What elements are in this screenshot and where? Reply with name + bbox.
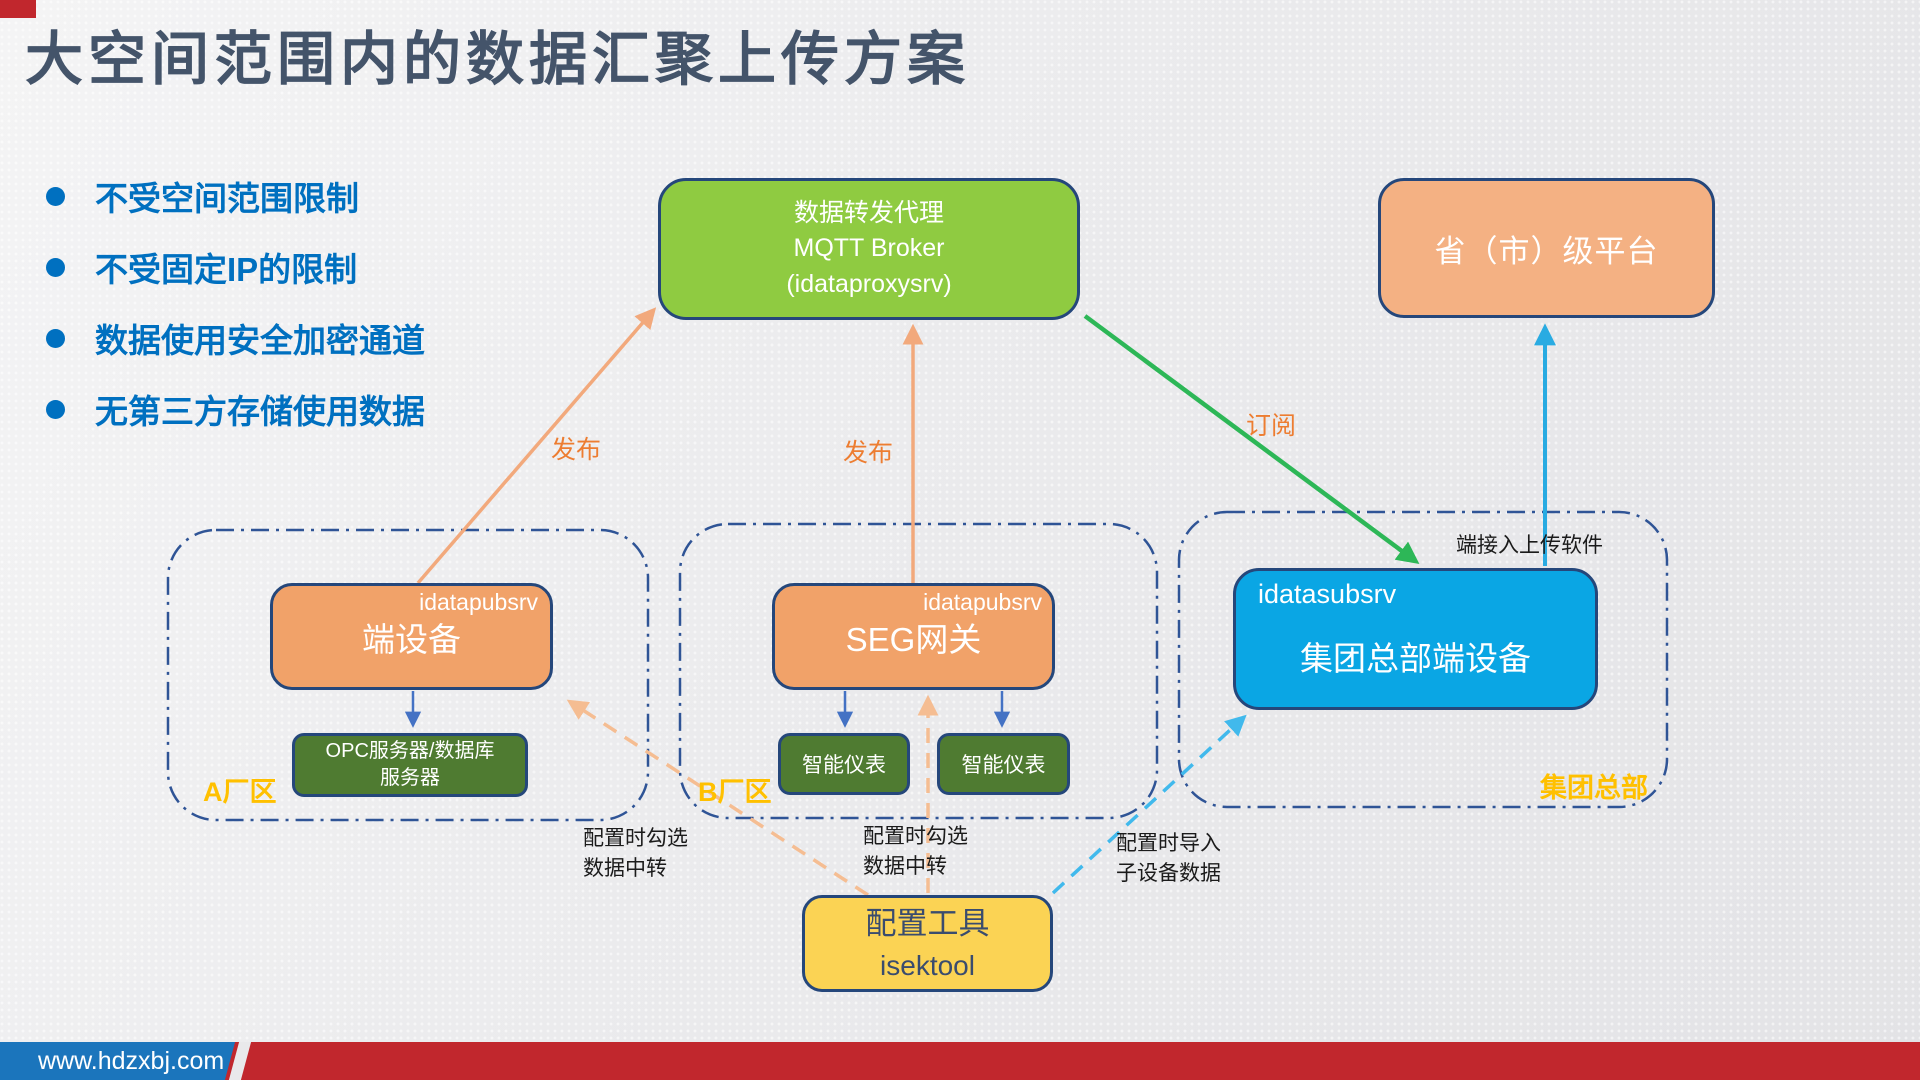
node-opc-server: OPC服务器/数据库 服务器 <box>292 733 528 797</box>
opc-line2: 服务器 <box>380 767 440 789</box>
node-mqtt-broker: 数据转发代理 MQTT Broker (idataproxysrv) <box>658 178 1080 320</box>
bullet-item: 数据使用安全加密通道 <box>46 314 425 362</box>
label-config-relay-2: 配置时勾选 数据中转 <box>863 822 968 883</box>
meter2-label: 智能仪表 <box>961 754 1046 777</box>
label-config-relay-2-line2: 数据中转 <box>863 855 947 879</box>
bullet-marker-icon <box>46 186 65 206</box>
node-config-tool: 配置工具 isektool <box>802 895 1053 992</box>
label-publish-2: 发布 <box>843 439 894 467</box>
label-config-relay-1: 配置时勾选 数据中转 <box>583 824 688 885</box>
meter1-label: 智能仪表 <box>802 754 886 777</box>
node-seg-gateway: idatapubsrv SEG网关 <box>772 583 1055 690</box>
device-service-tag: idatapubsrv <box>419 589 538 615</box>
arrow-publish-device-to-broker <box>416 307 657 585</box>
node-edge-device: idatapubsrv 端设备 <box>270 583 553 690</box>
node-smart-meter-2: 智能仪表 <box>937 733 1070 795</box>
page-title: 大空间范围内的数据汇聚上传方案 <box>25 27 971 92</box>
corner-accent <box>0 0 36 18</box>
label-subscribe: 订阅 <box>1246 412 1297 440</box>
bullet-label: 不受空间范围限制 <box>95 180 359 217</box>
zone-hq-label: 集团总部 <box>1540 773 1648 803</box>
hq-device-label: 集团总部端设备 <box>1300 640 1531 677</box>
bullet-item: 无第三方存储使用数据 <box>46 385 425 433</box>
bullet-label: 不受固定IP的限制 <box>95 251 358 288</box>
label-hq-software-note: 端接入上传软件 <box>1456 534 1603 557</box>
label-config-relay-2-line1: 配置时勾选 <box>863 825 968 848</box>
bullet-marker-icon <box>46 257 65 277</box>
zone-b-label: B厂区 <box>698 777 772 807</box>
bullet-marker-icon <box>46 328 65 348</box>
zone-a-label: A厂区 <box>203 777 277 807</box>
label-config-import-line2: 子设备数据 <box>1116 862 1221 886</box>
broker-line1: 数据转发代理 <box>793 198 944 227</box>
label-config-relay-1-line2: 数据中转 <box>583 857 667 881</box>
bullet-label: 无第三方存储使用数据 <box>95 393 425 430</box>
broker-line3: (idataproxysrv) <box>786 269 952 298</box>
arrow-config-tool-to-device <box>566 699 869 897</box>
bullet-marker-icon <box>46 399 65 419</box>
label-config-import-line1: 配置时导入 <box>1116 832 1221 855</box>
tool-line1: 配置工具 <box>865 906 990 942</box>
gateway-label: SEG网关 <box>845 620 982 658</box>
arrow-subscribe-broker-to-hq <box>1083 314 1420 565</box>
label-config-import: 配置时导入 子设备数据 <box>1116 829 1221 890</box>
bullet-label: 数据使用安全加密通道 <box>95 322 425 359</box>
zone-a-border <box>166 528 650 822</box>
hq-service-tag: idatasubsrv <box>1258 579 1397 609</box>
tool-line2: isektool <box>880 949 975 981</box>
label-config-relay-1-line1: 配置时勾选 <box>583 827 688 850</box>
footer-bar: www.hdzxbj.com <box>0 1042 1920 1080</box>
gateway-service-tag: idatapubsrv <box>923 589 1042 615</box>
zone-hq-border <box>1177 510 1669 809</box>
label-publish-1: 发布 <box>551 436 602 464</box>
arrow-config-tool-to-hq <box>1051 714 1247 895</box>
zone-b-border <box>678 522 1159 820</box>
opc-line1: OPC服务器/数据库 <box>325 740 495 762</box>
bullet-item: 不受固定IP的限制 <box>46 243 357 291</box>
platform-label: 省（市）级平台 <box>1434 233 1659 269</box>
bullet-item: 不受空间范围限制 <box>46 172 359 220</box>
node-provincial-platform: 省（市）级平台 <box>1378 178 1715 318</box>
footer-url: www.hdzxbj.com <box>38 1047 225 1075</box>
node-hq-device: idatasubsrv 集团总部端设备 <box>1233 568 1598 710</box>
broker-line2: MQTT Broker <box>793 234 945 263</box>
device-label: 端设备 <box>362 620 461 658</box>
node-smart-meter-1: 智能仪表 <box>778 733 910 795</box>
